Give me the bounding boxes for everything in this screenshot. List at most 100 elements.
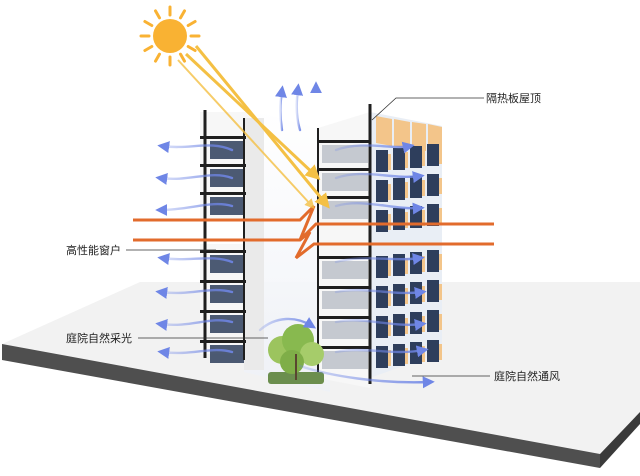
airflow-arrow: [334, 171, 425, 183]
window-frame: [405, 212, 408, 228]
window-frame: [439, 344, 442, 360]
window-frame: [439, 284, 442, 300]
window-frame: [422, 150, 425, 166]
right-floor-slabs: [318, 140, 370, 369]
facade-window: [427, 310, 439, 332]
callout-ventilation: 庭院自然通风: [412, 369, 560, 383]
window-frame: [405, 348, 408, 364]
sun-ray-spike: [186, 20, 197, 27]
facade-window: [376, 210, 388, 232]
facade-window: [393, 148, 405, 170]
window-frame: [388, 290, 391, 306]
facade-window: [427, 144, 439, 166]
facade-window: [427, 250, 439, 272]
window-frame: [422, 180, 425, 196]
facade-window: [376, 346, 388, 368]
interior-space: [322, 291, 368, 309]
sun-rays: [177, 45, 330, 209]
facade-window: [376, 180, 388, 202]
floor-slab: [318, 140, 370, 143]
window-frame: [405, 288, 408, 304]
section-cut-lines: [133, 204, 494, 260]
facade-window: [427, 280, 439, 302]
interior-space: [322, 201, 368, 219]
facade-window: [410, 252, 422, 274]
sun-ray-spike: [179, 52, 186, 63]
floor-slab: [200, 164, 246, 167]
interior-space: [322, 173, 368, 191]
airflow-arrow: [155, 202, 234, 216]
airflow-arrow: [334, 287, 427, 299]
label-roof: 隔热板屋顶: [486, 91, 541, 105]
window-frame: [422, 346, 425, 362]
floor-slab: [318, 196, 370, 199]
airflow-arrow: [155, 318, 234, 331]
window-frame: [405, 152, 408, 168]
airflow-arrow: [334, 319, 427, 331]
airflow-arrow: [334, 202, 425, 215]
facade-window: [393, 344, 405, 366]
sun-ray-spike: [154, 52, 161, 63]
window-pane: [210, 345, 244, 363]
window-pane: [210, 285, 244, 303]
sun-ray-spike: [154, 9, 161, 20]
floor-slab: [200, 136, 246, 139]
floor-slab: [318, 316, 370, 319]
window-frame: [405, 318, 408, 334]
window-frame: [405, 182, 408, 198]
airflow-arrow: [157, 347, 234, 359]
facade-window: [376, 256, 388, 278]
airflow-arrow: [334, 141, 415, 154]
ground-right: [600, 412, 640, 468]
window-frame: [388, 350, 391, 366]
facade-window: [393, 178, 405, 200]
airflow-arrow: [258, 317, 317, 332]
facade-window: [427, 174, 439, 196]
label-lighting: 庭院自然采光: [66, 331, 132, 345]
airflow-arrow: [155, 286, 234, 299]
window-frame: [388, 184, 391, 200]
airflow-arrow: [291, 83, 304, 132]
facade-window: [393, 208, 405, 230]
roof-panels: [376, 116, 442, 154]
label-window: 高性能窗户: [66, 243, 121, 257]
facade-window: [393, 254, 405, 276]
label-ventilation: 庭院自然通风: [494, 369, 560, 383]
window-frame: [422, 210, 425, 226]
facade-window: [427, 340, 439, 362]
interior-space: [322, 351, 368, 369]
facade-window: [410, 146, 422, 168]
sun-ray-spike: [186, 45, 197, 52]
floor-slab: [200, 310, 246, 313]
window-frame: [439, 254, 442, 270]
airflow-arrow: [157, 141, 234, 153]
floor-slab: [318, 346, 370, 349]
callout-roof: 隔热板屋顶: [371, 91, 541, 121]
window-pane: [210, 141, 244, 159]
window-frame: [439, 148, 442, 164]
sun-ray-spike: [179, 9, 186, 20]
facade-window: [410, 312, 422, 334]
callout-lighting: 庭院自然采光: [66, 331, 268, 345]
floor-slab: [200, 280, 246, 283]
floor-slab: [318, 286, 370, 289]
floor-slab: [200, 192, 246, 195]
window-frame: [422, 286, 425, 302]
ground-front: [2, 344, 600, 468]
tree-icon: [268, 324, 324, 384]
facade-window: [410, 342, 422, 364]
window-frame: [388, 320, 391, 336]
facade-window: [427, 204, 439, 226]
window-frame: [388, 154, 391, 170]
sun-ray-spike: [143, 45, 154, 52]
facade-window: [393, 284, 405, 306]
floor-slab: [318, 256, 370, 259]
sun-ray-spike: [143, 20, 154, 27]
airflow-arrow: [155, 173, 234, 185]
window-frame: [439, 208, 442, 224]
airflow-arrow: [157, 253, 234, 265]
airflow-arrow-icon: [155, 81, 435, 389]
callout-window: 高性能窗户: [66, 243, 216, 257]
airflow-arrow: [334, 253, 425, 265]
